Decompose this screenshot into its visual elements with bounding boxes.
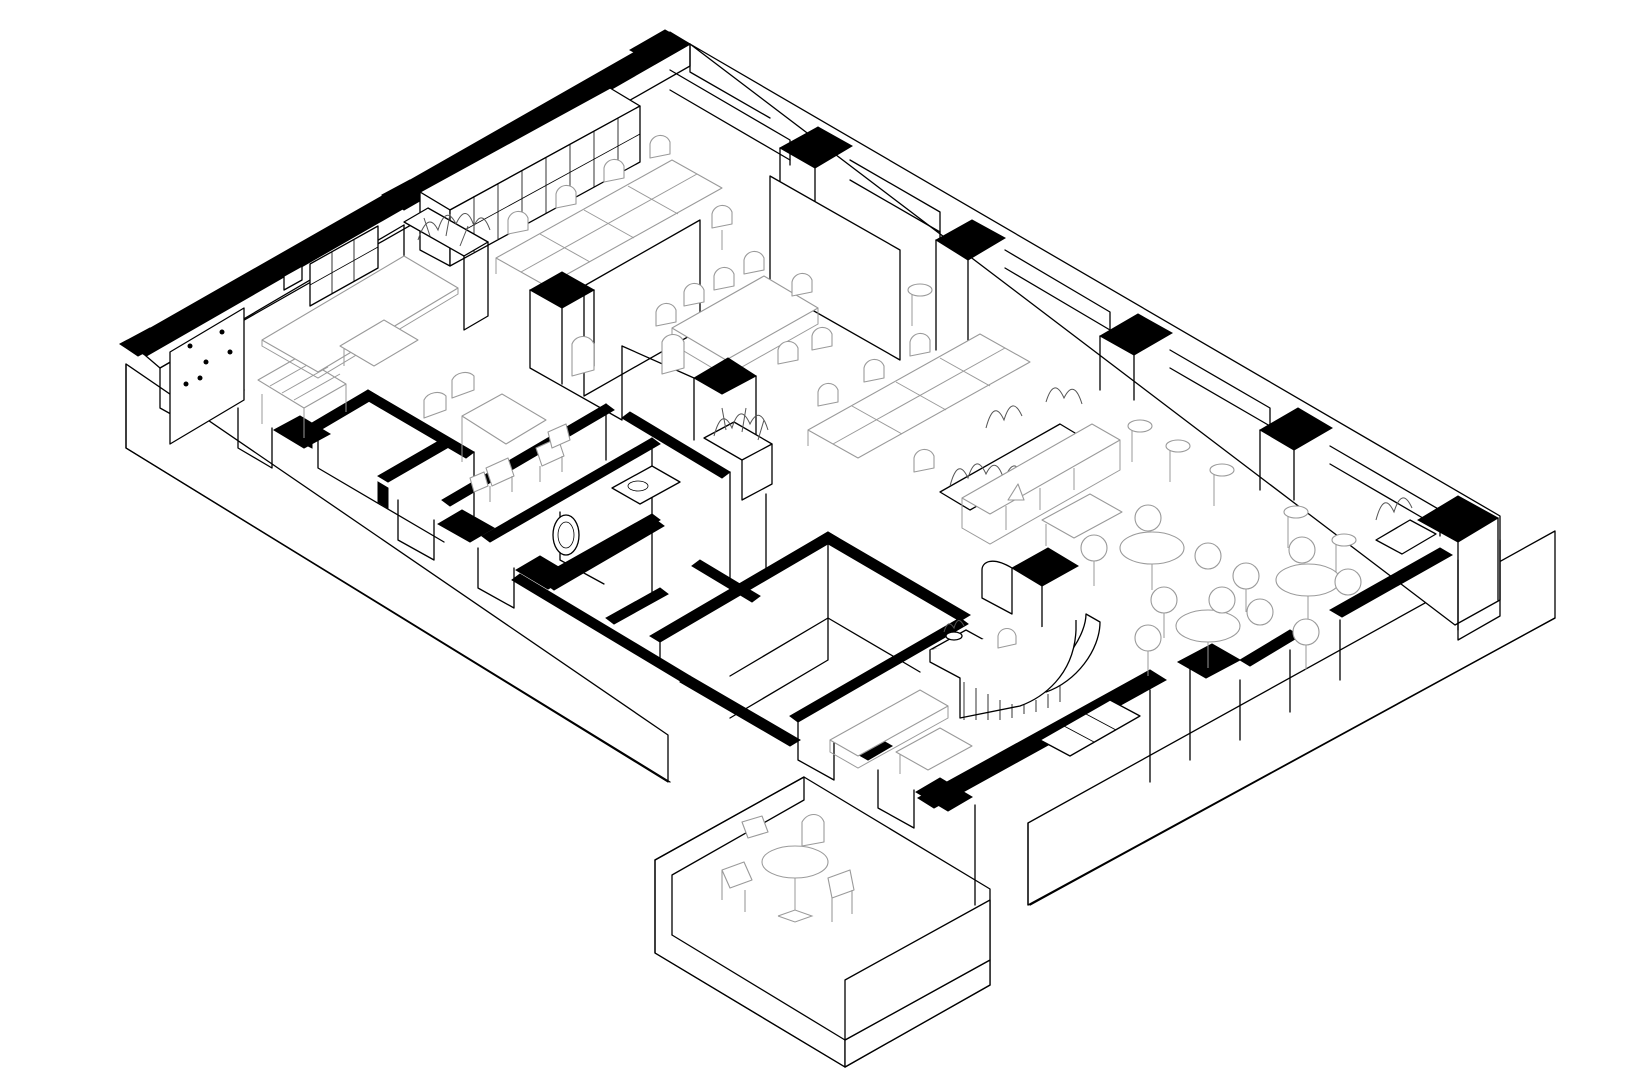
dining-chair [469, 471, 489, 493]
bar-stools [1127, 419, 1357, 576]
back-wall-right [669, 43, 1501, 626]
dining-chair [547, 423, 571, 449]
stool [907, 283, 933, 297]
lounge-chair [451, 371, 475, 399]
round-tables [1119, 531, 1341, 668]
meeting-pod [528, 271, 757, 441]
pod-armchair [661, 333, 685, 375]
terrace-chair [827, 869, 855, 922]
reception-desk [929, 547, 1101, 720]
meeting-chair [791, 272, 813, 297]
open-workspace [419, 87, 1031, 473]
terrace [654, 776, 991, 1068]
meeting-chair [655, 302, 677, 327]
meeting-chair [683, 282, 705, 307]
sofa-lounge [961, 423, 1123, 546]
meeting-chair [713, 266, 735, 291]
low-table [895, 727, 973, 771]
terrace-chair [741, 815, 769, 839]
game-area [169, 225, 475, 445]
terrace-table [761, 845, 829, 879]
meeting-chair [777, 340, 799, 365]
right-planter [1375, 519, 1437, 555]
cafe [1080, 419, 1362, 676]
meeting-chair [743, 250, 765, 275]
meeting-chair [811, 326, 833, 351]
core-rooms [299, 389, 971, 747]
pod-armchair [571, 335, 595, 377]
terrace-chair [801, 813, 825, 847]
office-chairs-row1 [507, 134, 733, 250]
lounge-chair [423, 391, 447, 419]
coffee-table [1041, 493, 1123, 539]
dining-chair [485, 457, 515, 502]
cafe-chairs [1080, 504, 1362, 676]
dining-area [461, 393, 571, 502]
entry-lounge [829, 689, 1141, 774]
mirror-icon [552, 514, 580, 556]
terrace-chair [721, 861, 753, 912]
